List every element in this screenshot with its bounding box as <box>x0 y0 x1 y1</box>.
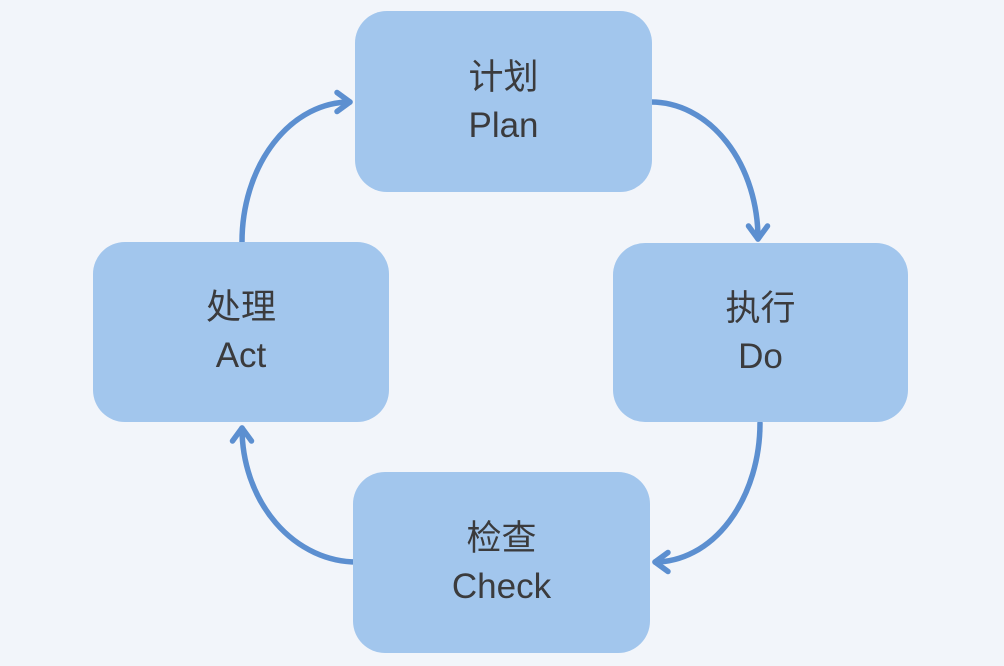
node-check-label-en: Check <box>451 566 552 606</box>
node-do-label-en: Do <box>738 336 783 376</box>
node-plan: 计划 Plan <box>355 11 652 192</box>
arrow-plan-to-do <box>648 99 771 242</box>
arrow-act-to-plan <box>239 89 353 245</box>
node-act-label-en: Act <box>215 336 267 375</box>
node-act-label-zh: 处理 <box>205 288 276 327</box>
node-check: 检查 Check <box>353 472 650 653</box>
arrow-do-to-check <box>652 420 763 575</box>
node-plan-label-en: Plan <box>468 105 539 145</box>
node-check-label-zh: 检查 <box>466 518 537 558</box>
node-plan-label-zh: 计划 <box>468 57 539 97</box>
node-do: 执行 Do <box>613 243 908 422</box>
node-do-label-zh: 执行 <box>725 288 796 328</box>
node-act: 处理 Act <box>93 242 389 422</box>
arrow-check-to-act <box>229 425 360 565</box>
